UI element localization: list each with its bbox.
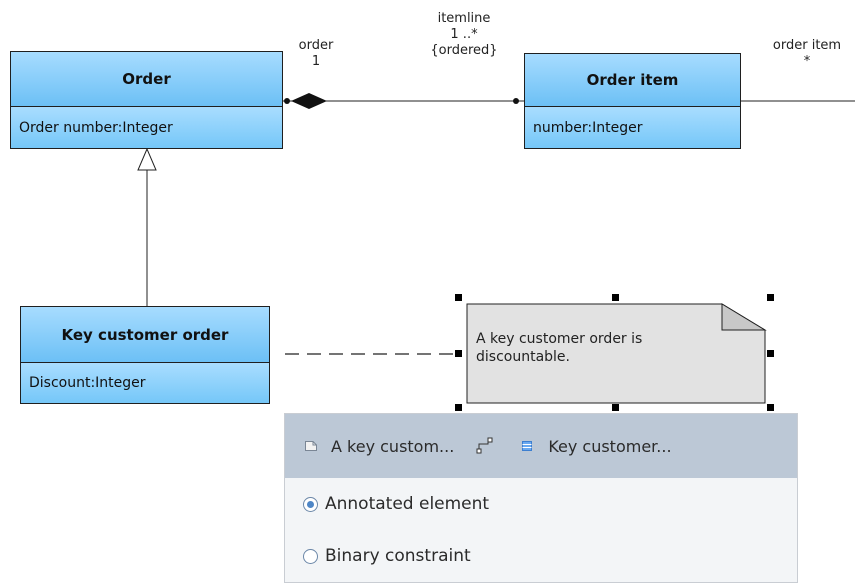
popup-source-label: A key custom... [331, 436, 455, 456]
class-order-item-name: Order item [525, 54, 740, 107]
association-end-order-item: order item * [755, 38, 855, 70]
note-icon [305, 441, 317, 451]
selection-handle[interactable] [767, 350, 774, 357]
order-end-dot [284, 98, 290, 104]
popup-target-label: Key customer... [548, 436, 672, 456]
class-order-item-attribute: number:Integer [525, 107, 740, 148]
option-label: Annotated element [325, 494, 490, 514]
selection-handle[interactable] [455, 404, 462, 411]
class-order-attribute: Order number:Integer [11, 107, 282, 148]
role-label: itemline [437, 11, 491, 26]
note-folded-corner [721, 303, 767, 331]
class-icon [522, 441, 533, 451]
multiplicity-label: 1 [311, 54, 321, 69]
radio-unselected-icon[interactable] [303, 548, 318, 564]
selection-handle[interactable] [767, 404, 774, 411]
itemline-end-dot [513, 98, 519, 104]
class-key-customer-order[interactable]: Key customer order Discount:Integer [20, 306, 270, 404]
multiplicity-label: 1 ..* [450, 27, 478, 42]
option-label: Binary constraint [325, 546, 471, 566]
selection-handle[interactable] [612, 294, 619, 301]
class-order[interactable]: Order Order number:Integer [10, 51, 283, 149]
multiplicity-label: * [803, 54, 811, 69]
class-order-name: Order [11, 52, 282, 107]
role-label: order item [772, 38, 842, 53]
option-annotated-element[interactable]: Annotated element [285, 478, 797, 530]
popup-header: A key custom... Key customer... [285, 414, 797, 478]
association-end-order: order 1 [290, 38, 342, 70]
connector-type-popup[interactable]: A key custom... Key customer... Annotate… [284, 413, 798, 583]
role-label: order [298, 38, 334, 53]
connector-icon [476, 437, 493, 454]
class-order-item[interactable]: Order item number:Integer [524, 53, 741, 149]
note-shape[interactable] [466, 303, 766, 404]
selection-handle[interactable] [612, 404, 619, 411]
class-key-customer-order-name: Key customer order [21, 307, 269, 363]
association-end-itemline: itemline 1 ..* {ordered} [412, 11, 516, 59]
note-text: A key customer order is discountable. [476, 330, 716, 366]
class-key-customer-order-attribute: Discount:Integer [21, 363, 269, 403]
generalization-arrowhead [137, 147, 157, 171]
composition-diamond [291, 93, 327, 109]
option-binary-constraint[interactable]: Binary constraint [285, 530, 797, 582]
radio-selected-icon[interactable] [303, 496, 318, 512]
selection-handle[interactable] [455, 350, 462, 357]
selection-handle[interactable] [767, 294, 774, 301]
selection-handle[interactable] [455, 294, 462, 301]
constraint-label: {ordered} [430, 43, 498, 58]
note-line-1: A key customer order is [476, 331, 643, 347]
note-line-2: discountable. [476, 349, 570, 365]
